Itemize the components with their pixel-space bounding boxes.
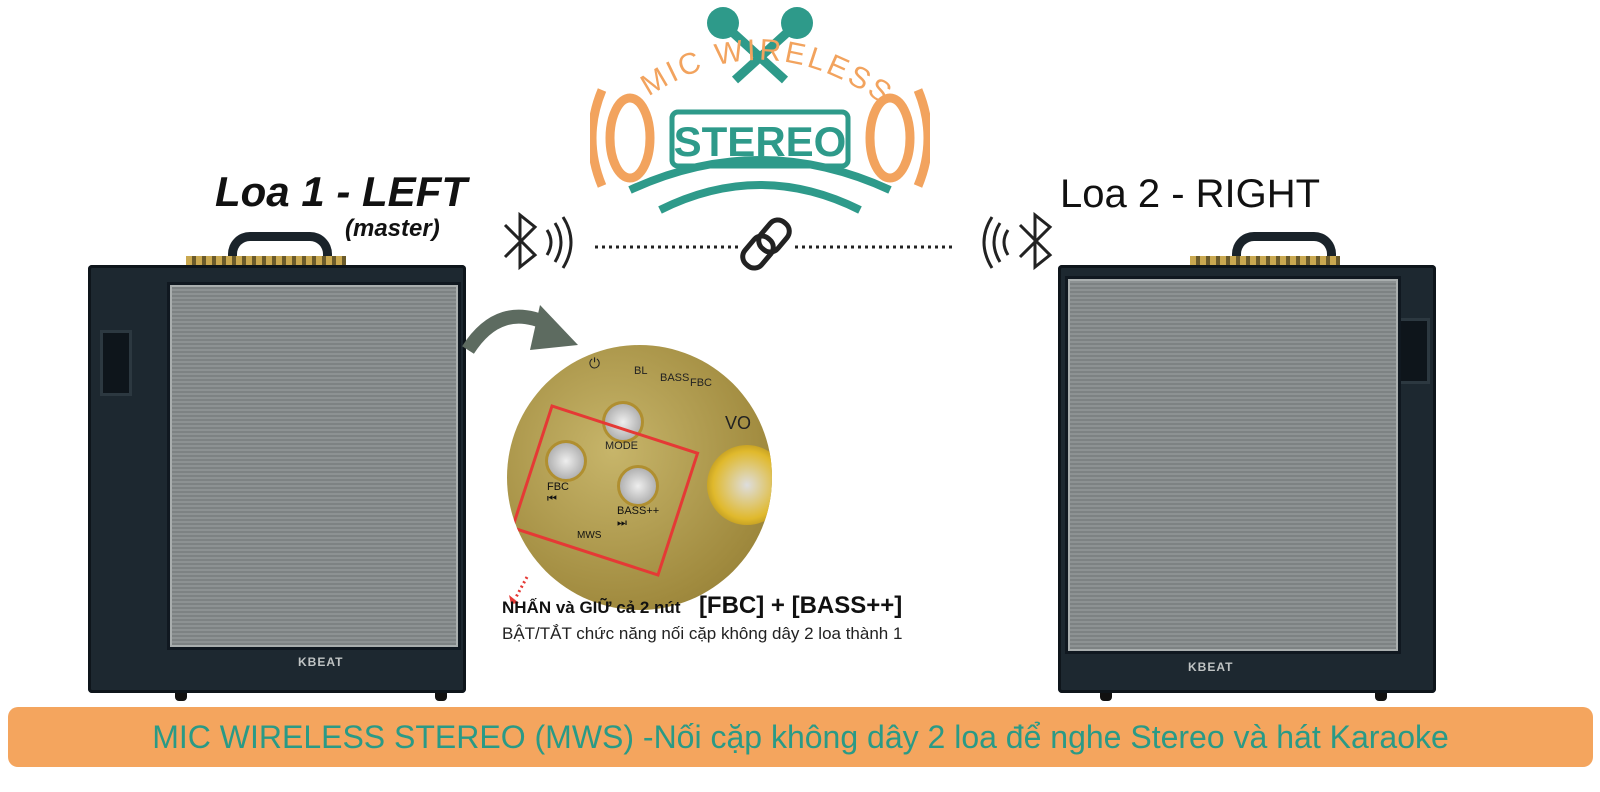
bluetooth-left-icon	[503, 211, 573, 271]
microphones-icon	[707, 7, 813, 84]
mws-label: MWS	[577, 530, 602, 541]
bluetooth-link	[503, 211, 1053, 271]
instruction-buttons: [FBC] + [BASS++]	[698, 592, 903, 619]
led-label-bass: BASS	[660, 372, 690, 384]
brand-logo: KBEAT	[1188, 660, 1234, 674]
svg-text:MIC WIRELESS: MIC WIRELESS	[635, 34, 899, 112]
speaker-left-icon	[590, 88, 655, 188]
banner-text: MIC WIRELESS STEREO (MWS) -Nối cặp không…	[152, 718, 1449, 755]
side-grip	[100, 330, 132, 396]
instruction-body: BẬT/TẮT chức năng nối cặp không dây 2 lo…	[502, 624, 903, 643]
chain-link-icon	[740, 217, 792, 271]
mic-wireless-stereo-logo: MIC WIRELESS STEREO	[590, 7, 930, 214]
left-speaker-title: Loa 1 - LEFT	[215, 168, 467, 215]
speaker-right-icon	[865, 88, 930, 188]
mode-button[interactable]	[602, 401, 644, 443]
power-icon: ⏻	[589, 355, 601, 371]
speaker-grille	[167, 282, 461, 650]
fbc-label: FBC⏮	[547, 481, 569, 505]
handle	[1232, 232, 1336, 271]
dotted-pointer-icon	[509, 576, 529, 604]
bass-button[interactable]	[617, 465, 659, 507]
master-label: (master)	[345, 215, 440, 242]
highlight-box	[510, 404, 700, 577]
curved-arrow-icon	[462, 305, 578, 354]
bottom-banner: MIC WIRELESS STEREO (MWS) -Nối cặp không…	[8, 707, 1593, 767]
volume-label: VO	[725, 413, 752, 433]
led-label-bl: BL	[634, 365, 648, 377]
fbc-button[interactable]	[545, 440, 587, 482]
instruction-lead: NHẤN và GIỮ cả 2 nút	[502, 598, 681, 617]
mode-label: MODE	[605, 440, 638, 452]
brand-logo: KBEAT	[298, 655, 344, 669]
volume-knob[interactable]	[707, 445, 772, 525]
instruction-text: NHẤN và GIỮ cả 2 nút [FBC] + [BASS++] BẬ…	[502, 592, 972, 647]
bass-label: BASS++⏭	[617, 505, 660, 529]
speaker-grille	[1065, 276, 1401, 654]
control-panel-closeup: ⏻ BL BASS FBC MODE FBC⏮ BASS++⏭ MWS VO	[507, 345, 772, 610]
right-speaker-title: Loa 2 - RIGHT	[1060, 172, 1321, 216]
side-grip	[1398, 318, 1430, 384]
led-label-fbc: FBC	[690, 377, 712, 389]
handle	[228, 232, 332, 271]
bluetooth-right-icon	[982, 211, 1053, 271]
